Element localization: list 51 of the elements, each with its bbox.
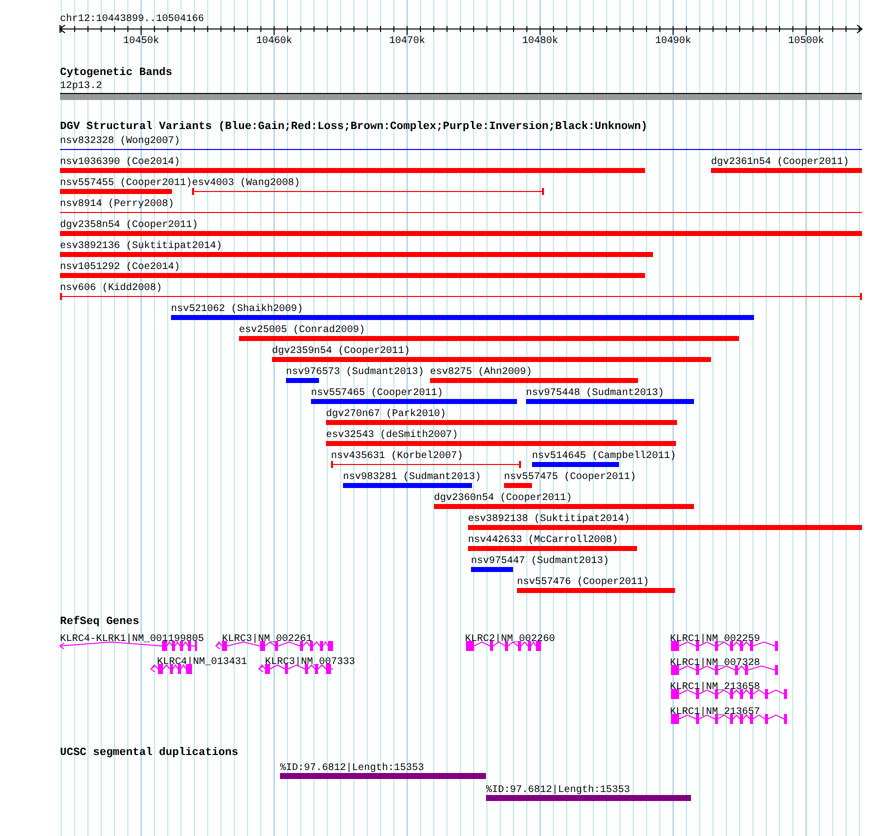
- variant-label: nsv557455 (Cooper2011): [60, 178, 192, 189]
- variant-label: nsv442633 (McCarroll2008): [468, 535, 618, 546]
- variant-label: nsv975448 (Sudmant2013): [526, 388, 664, 399]
- variant-label: nsv983281 (Sudmant2013): [343, 472, 482, 483]
- band-label: 12p13.2: [60, 81, 102, 92]
- gene-label: KLRC1|NM_007328: [670, 658, 760, 669]
- gene-label: KLRC1|NM_213658: [670, 682, 760, 693]
- variant-label: dgv2361n54 (Cooper2011): [711, 157, 850, 168]
- position-label: chr12:10443899..10504166: [60, 14, 204, 25]
- variant-label: nsv1036390 (Coe2014): [60, 157, 180, 168]
- variant-label: dgv270n67 (Park2010): [326, 409, 446, 420]
- track-title: UCSC segmental duplications: [60, 748, 238, 759]
- gene-label: KLRC1|NM_002259: [670, 634, 760, 645]
- variant-label: esv3892136 (Suktitipat2014): [60, 241, 222, 252]
- variant-label: nsv8914 (Perry2008): [60, 199, 174, 210]
- variant-label: nsv606 (Kidd2008): [60, 283, 162, 294]
- variant-label: nsv975447 (Sudmant2013): [471, 556, 610, 567]
- gene-label: KLRC1|NM_213657: [670, 707, 760, 718]
- gene-label: KLRC3|NM_007333: [265, 657, 356, 668]
- track-title: DGV Structural Variants (Blue:Gain;Red:Loss;Brown:Complex;Purple:Inversion;Black:Unknown): [60, 122, 648, 133]
- duplication-label: %ID:97.6812|Length:15353: [280, 763, 424, 774]
- variant-label: nsv832328 (Wong2007): [60, 136, 180, 147]
- gene-label: KLRC4-KLRK1|NM_001199805: [60, 634, 204, 645]
- track-title: Cytogenetic Bands: [60, 68, 172, 79]
- variant-label: nsv557465 (Cooper2011): [311, 388, 444, 399]
- variant-label: esv3892138 (Suktitipat2014): [468, 514, 630, 525]
- gene-label: KLRC3|NM_002261: [222, 634, 312, 645]
- variant-label: nsv976573 (Sudmant2013): [286, 367, 424, 378]
- duplication-label: %ID:97.6812|Length:15353: [486, 785, 630, 796]
- tick-label: 10500k: [788, 36, 824, 47]
- variant-label: nsv435631 (Korbel2007): [331, 451, 464, 462]
- variant-label: nsv557476 (Cooper2011): [517, 577, 650, 588]
- variant-label: esv32543 (deSmith2007): [326, 430, 458, 441]
- gene-label: KLRC4|NM_013431: [157, 657, 248, 668]
- variant-label: nsv521062 (Shaikh2009): [171, 304, 304, 315]
- variant-label: dgv2358n54 (Cooper2011): [60, 220, 198, 231]
- variant-label: nsv557475 (Cooper2011): [504, 472, 636, 483]
- tick-label: 10460k: [256, 36, 292, 47]
- variant-label: nsv1051292 (Coe2014): [60, 262, 180, 273]
- track-title: RefSeq Genes: [60, 617, 140, 628]
- tick-label: 10480k: [522, 36, 558, 47]
- variant-label: esv4003 (Wang2008): [192, 178, 300, 189]
- gene-label: KLRC2|NM_002260: [465, 634, 556, 645]
- variant-label: dgv2359n54 (Cooper2011): [272, 346, 410, 357]
- variant-label: nsv514645 (Campbell2011): [532, 451, 676, 462]
- tick-label: 10470k: [389, 36, 426, 47]
- tick-label: 10450k: [123, 36, 160, 47]
- tick-label: 10490k: [655, 36, 692, 47]
- variant-label: dgv2360n54 (Cooper2011): [434, 493, 572, 504]
- variant-label: esv25005 (Conrad2009): [239, 325, 366, 336]
- variant-label: esv8275 (Ahn2009): [430, 367, 532, 378]
